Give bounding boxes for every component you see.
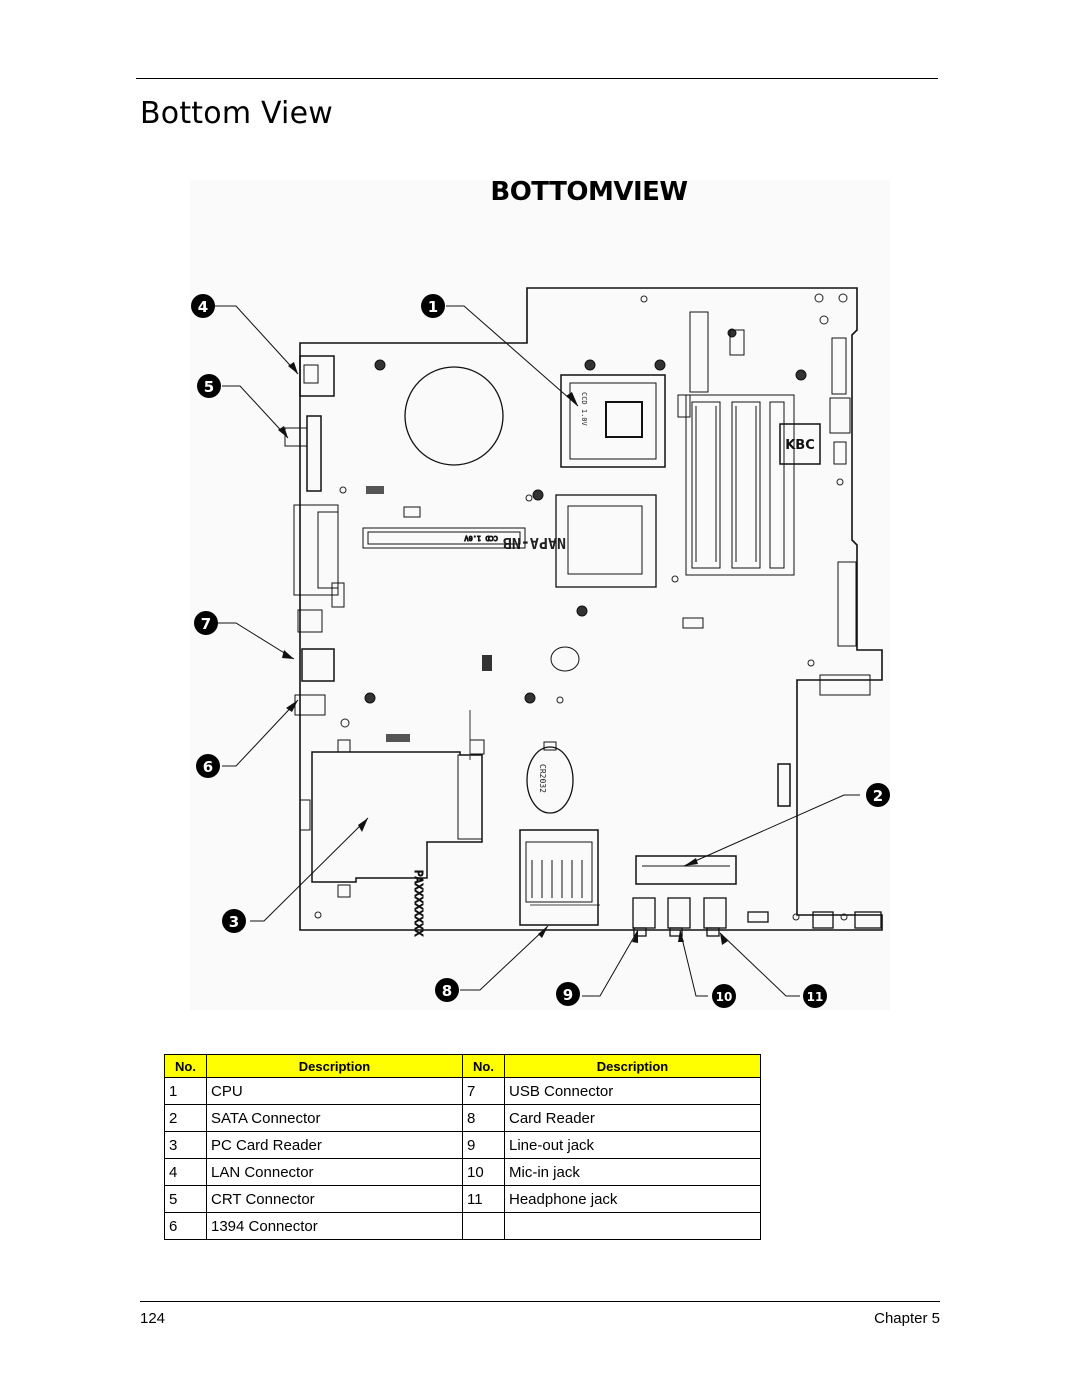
item-number: 6 <box>164 1212 207 1240</box>
item-number: 10 <box>462 1158 505 1186</box>
top-rule <box>136 78 938 79</box>
item-description: Mic-in jack <box>504 1158 761 1186</box>
svg-text:CCD 1.0V: CCD 1.0V <box>580 392 588 427</box>
item-description: Headphone jack <box>504 1185 761 1213</box>
item-description <box>504 1212 761 1240</box>
footer-rule <box>140 1301 940 1302</box>
table-row: 2 SATA Connector 8 Card Reader <box>164 1104 761 1132</box>
leader-lines <box>214 305 860 997</box>
audio-jacks <box>632 897 882 937</box>
header-description: Description <box>504 1054 761 1078</box>
svg-text:2: 2 <box>873 787 883 805</box>
item-number: 2 <box>164 1104 207 1132</box>
item-description: PC Card Reader <box>206 1131 463 1159</box>
mounting-screws <box>364 328 807 704</box>
item-description: SATA Connector <box>206 1104 463 1132</box>
cpu-socket: CCD 1.0V <box>560 374 666 468</box>
component-legend-table: No. Description No. Description 1 CPU 7 … <box>164 1054 761 1240</box>
board-outline <box>299 287 883 931</box>
bottom-view-diagram: BOTTOMVIEW CCD 1.0V NAPA-NB <box>190 177 890 1010</box>
svg-text:11: 11 <box>807 990 824 1004</box>
item-number: 5 <box>164 1185 207 1213</box>
header-no: No. <box>462 1054 505 1078</box>
svg-text:9: 9 <box>563 986 573 1004</box>
item-number: 11 <box>462 1185 505 1213</box>
callout-4: 4 <box>191 294 215 318</box>
svg-text:1: 1 <box>428 298 438 316</box>
item-description: CPU <box>206 1077 463 1105</box>
svg-text:8: 8 <box>442 982 452 1000</box>
item-description: CRT Connector <box>206 1185 463 1213</box>
svg-text:3: 3 <box>229 913 239 931</box>
callout-9: 9 <box>556 982 580 1006</box>
memory-slots <box>677 394 795 576</box>
svg-text:4: 4 <box>198 298 208 316</box>
svg-text:7: 7 <box>201 615 211 633</box>
item-description: Line-out jack <box>504 1131 761 1159</box>
svg-text:5: 5 <box>204 378 214 396</box>
kbc-label: KBC <box>785 438 815 453</box>
left-edge-connectors <box>284 355 345 831</box>
callout-10: 10 <box>712 984 736 1008</box>
header-description: Description <box>206 1054 463 1078</box>
callout-1: 1 <box>421 294 445 318</box>
item-description: LAN Connector <box>206 1158 463 1186</box>
svg-text:CCD 1.0V: CCD 1.0V <box>463 534 498 542</box>
sata-connector <box>635 855 737 885</box>
legend-header-row: No. Description No. Description <box>164 1054 761 1078</box>
chapter-label: Chapter 5 <box>874 1310 940 1327</box>
northbridge-label: NAPA-NB <box>503 534 566 552</box>
svg-text:10: 10 <box>716 990 733 1004</box>
table-row: 5 CRT Connector 11 Headphone jack <box>164 1185 761 1213</box>
pc-card-slot: PAXXXXXXXX <box>311 710 485 937</box>
item-number: 1 <box>164 1077 207 1105</box>
card-reader <box>519 829 599 926</box>
callout-11: 11 <box>803 984 827 1008</box>
item-number <box>462 1212 505 1240</box>
callout-6: 6 <box>196 754 220 778</box>
battery-label: CR2032 <box>538 764 547 793</box>
callout-7: 7 <box>194 611 218 635</box>
item-description: USB Connector <box>504 1077 761 1105</box>
mini-pcie-slot: CCD 1.0V <box>362 527 526 549</box>
table-row: 6 1394 Connector <box>164 1212 761 1240</box>
pc-card-label: PAXXXXXXXX <box>412 870 425 937</box>
usb-connector <box>297 609 323 633</box>
diagram-heading: BOTTOMVIEW <box>490 177 687 207</box>
item-description: 1394 Connector <box>206 1212 463 1240</box>
rtc-battery: CR2032 <box>526 741 574 814</box>
callout-2: 2 <box>866 783 890 807</box>
cooling-fan <box>404 366 504 466</box>
svg-text:6: 6 <box>203 758 213 776</box>
item-number: 9 <box>462 1131 505 1159</box>
item-number: 3 <box>164 1131 207 1159</box>
table-row: 4 LAN Connector 10 Mic-in jack <box>164 1158 761 1186</box>
lan-connector <box>299 355 335 397</box>
page-title: Bottom View <box>140 96 333 131</box>
arrowheads <box>278 362 728 945</box>
callout-8: 8 <box>435 978 459 1002</box>
item-number: 4 <box>164 1158 207 1186</box>
kbc-chip: KBC <box>779 423 821 465</box>
header-no: No. <box>164 1054 207 1078</box>
item-number: 8 <box>462 1104 505 1132</box>
table-row: 1 CPU 7 USB Connector <box>164 1077 761 1105</box>
page-number: 124 <box>140 1310 166 1327</box>
callout-5: 5 <box>197 374 221 398</box>
table-row: 3 PC Card Reader 9 Line-out jack <box>164 1131 761 1159</box>
crt-connector <box>306 415 322 492</box>
callout-3: 3 <box>222 909 246 933</box>
item-description: Card Reader <box>504 1104 761 1132</box>
item-number: 7 <box>462 1077 505 1105</box>
